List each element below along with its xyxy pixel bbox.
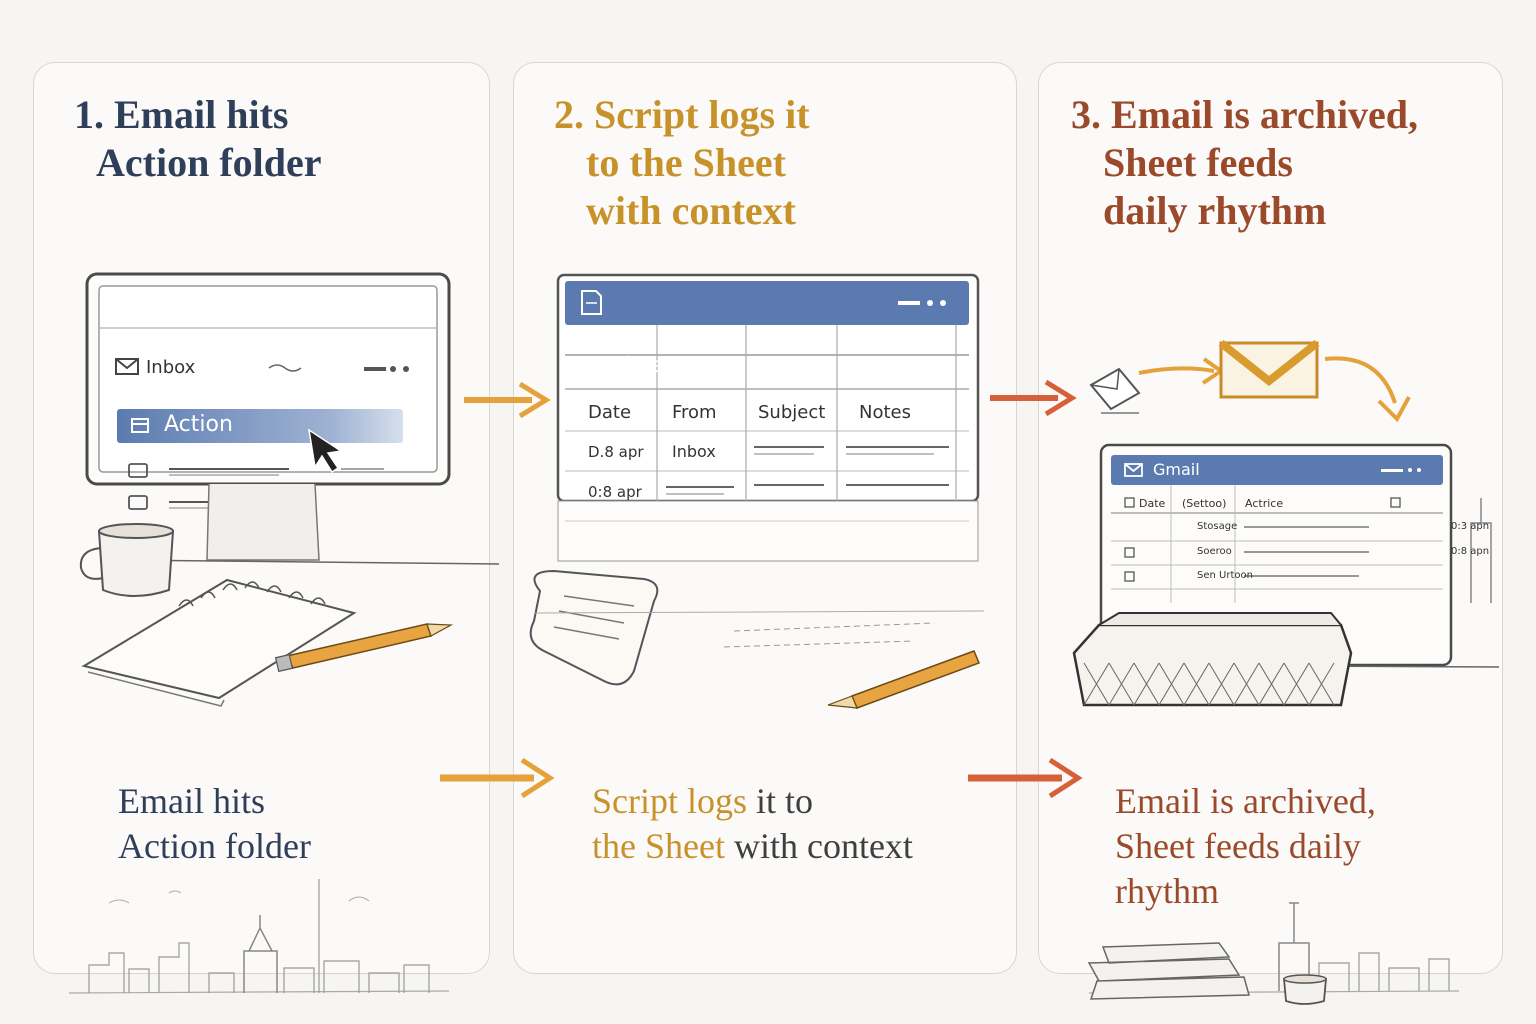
curved-arrow-icon xyxy=(1325,358,1409,419)
archive-box xyxy=(1074,613,1351,705)
table-cell: Sen Urtoon xyxy=(1197,570,1253,581)
title-line: Action folder xyxy=(74,139,322,187)
step-number: 3. xyxy=(1071,92,1101,137)
table-cell: 0:3 apn xyxy=(1451,521,1489,532)
column-header-from: From xyxy=(672,402,717,423)
city-sketch xyxy=(69,873,449,1013)
title-line: Email hits xyxy=(114,92,288,137)
table-cell: 0:8 apn xyxy=(1451,546,1489,557)
step-2-panel: 2. Script logs it to the Sheet with cont… xyxy=(513,62,1017,974)
title-line: Sheet feeds xyxy=(1071,139,1418,187)
caption-text: with context xyxy=(725,826,913,866)
inbox-window-label: Inbox xyxy=(146,357,195,378)
column-header: (Settoo) xyxy=(1182,497,1226,510)
gmail-window-label: Gmail xyxy=(1153,460,1200,479)
arrow-right-icon xyxy=(988,376,1078,426)
column-header: Date xyxy=(1139,497,1165,510)
sheet-window-label: Sheet xyxy=(612,353,673,377)
action-folder-row[interactable] xyxy=(117,409,403,443)
caption-line: Email is archived, xyxy=(1115,779,1376,824)
envelope-icon xyxy=(1091,369,1139,413)
notebook xyxy=(84,580,354,706)
arrow-right-icon xyxy=(1139,359,1221,383)
arrow-right-icon xyxy=(462,378,552,428)
step-1-illustration xyxy=(79,268,499,688)
caption-line: Action folder xyxy=(118,824,311,869)
table-cell: D.8 apr xyxy=(588,443,644,461)
step-number: 1. xyxy=(74,92,104,137)
step-3-title: 3. Email is archived, Sheet feeds daily … xyxy=(1071,91,1418,235)
paper-scroll xyxy=(531,571,658,684)
column-header-date: Date xyxy=(588,402,631,423)
title-line: with context xyxy=(554,187,810,235)
caption-highlight: Script logs xyxy=(592,781,747,821)
step-2-title: 2. Script logs it to the Sheet with cont… xyxy=(554,91,810,235)
table-cell: Inbox xyxy=(672,442,716,461)
column-header-notes: Notes xyxy=(859,402,911,423)
caption-highlight: the Sheet xyxy=(592,826,725,866)
mail-m-icon xyxy=(1221,343,1317,397)
step-1-panel: 1. Email hits Action folder xyxy=(33,62,490,974)
arrow-right-icon xyxy=(438,754,556,804)
step-1-title: 1. Email hits Action folder xyxy=(74,91,322,187)
step-3-panel: 3. Email is archived, Sheet feeds daily … xyxy=(1038,62,1503,974)
title-line: Script logs it xyxy=(594,92,810,137)
caption-text: it to xyxy=(747,781,813,821)
table-cell: Stosage xyxy=(1197,521,1237,532)
table-cell: Soeroo xyxy=(1197,546,1232,557)
arrow-right-icon xyxy=(966,754,1084,804)
title-line: to the Sheet xyxy=(554,139,810,187)
step-3-illustration xyxy=(1079,273,1499,713)
step-1-caption: Email hits Action folder xyxy=(118,779,311,869)
step-2-caption: Script logs it to the Sheet with context xyxy=(592,779,913,869)
pencil xyxy=(828,651,979,708)
step-number: 2. xyxy=(554,92,584,137)
books-and-city-sketch xyxy=(1079,883,1499,1023)
title-line: Email is archived, xyxy=(1111,92,1418,137)
coffee-mug xyxy=(81,524,173,596)
table-cell: 0:8 apr xyxy=(588,483,642,501)
column-header: Actrice xyxy=(1245,497,1283,510)
action-folder-label[interactable]: Action xyxy=(164,412,233,437)
title-line: daily rhythm xyxy=(1071,187,1418,235)
caption-line: Email hits xyxy=(118,779,311,824)
column-header-subject: Subject xyxy=(758,402,825,423)
caption-line: Sheet feeds daily xyxy=(1115,824,1376,869)
